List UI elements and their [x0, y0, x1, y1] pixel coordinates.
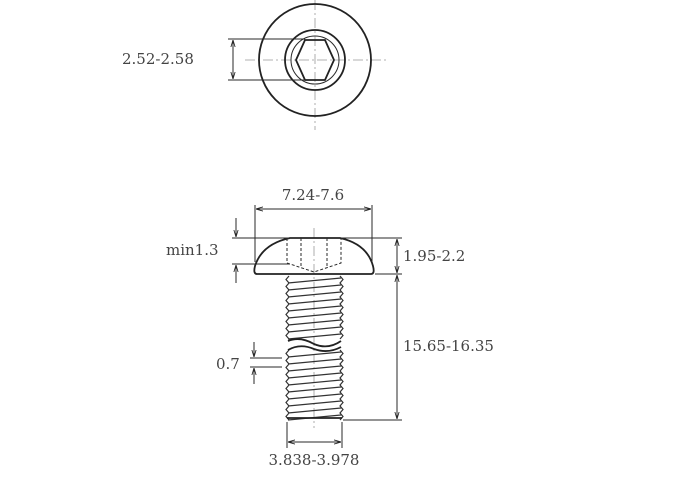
socket-outer-circle	[284, 29, 346, 91]
length-dimension: 15.65-16.35	[403, 337, 494, 355]
break-lines	[287, 338, 342, 419]
head-height-dimension: 1.95-2.2	[403, 247, 465, 265]
hex-socket-dimension: 2.52-2.58	[122, 50, 194, 68]
socket-inner-circle	[290, 35, 340, 85]
thread-diameter-dimension: 3.838-3.978	[269, 451, 360, 469]
head-diameter-dimension: 7.24-7.6	[282, 186, 344, 204]
head-outline	[258, 3, 372, 117]
side-view: 7.24-7.6 min1.3 1.95-2.2 15.65-16.35 0.7…	[166, 186, 494, 469]
top-view: 2.52-2.58	[122, 0, 386, 130]
thread-upper	[285, 275, 344, 340]
thread-pitch-dimension: 0.7	[216, 355, 240, 373]
thread-lower	[285, 338, 344, 421]
thread-lines	[285, 275, 344, 340]
thread-lines	[285, 349, 344, 421]
hex-socket-hidden	[286, 238, 342, 273]
hex-socket-icon	[295, 39, 335, 81]
socket-depth-dimension: min1.3	[166, 241, 219, 259]
